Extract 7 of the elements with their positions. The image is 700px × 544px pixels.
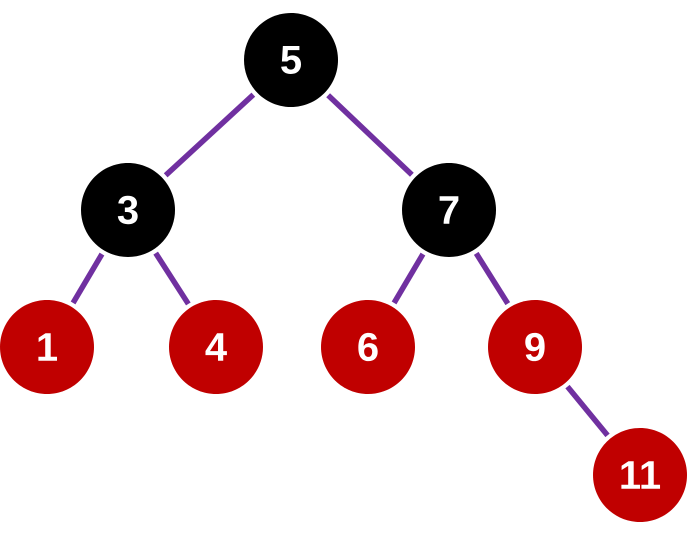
connector-line bbox=[70, 252, 104, 304]
connector-line bbox=[326, 93, 414, 177]
connector-line bbox=[565, 384, 610, 438]
connector-line bbox=[474, 252, 510, 306]
connector-line bbox=[164, 92, 256, 178]
connector-line bbox=[153, 252, 191, 306]
connector-line bbox=[392, 252, 426, 304]
